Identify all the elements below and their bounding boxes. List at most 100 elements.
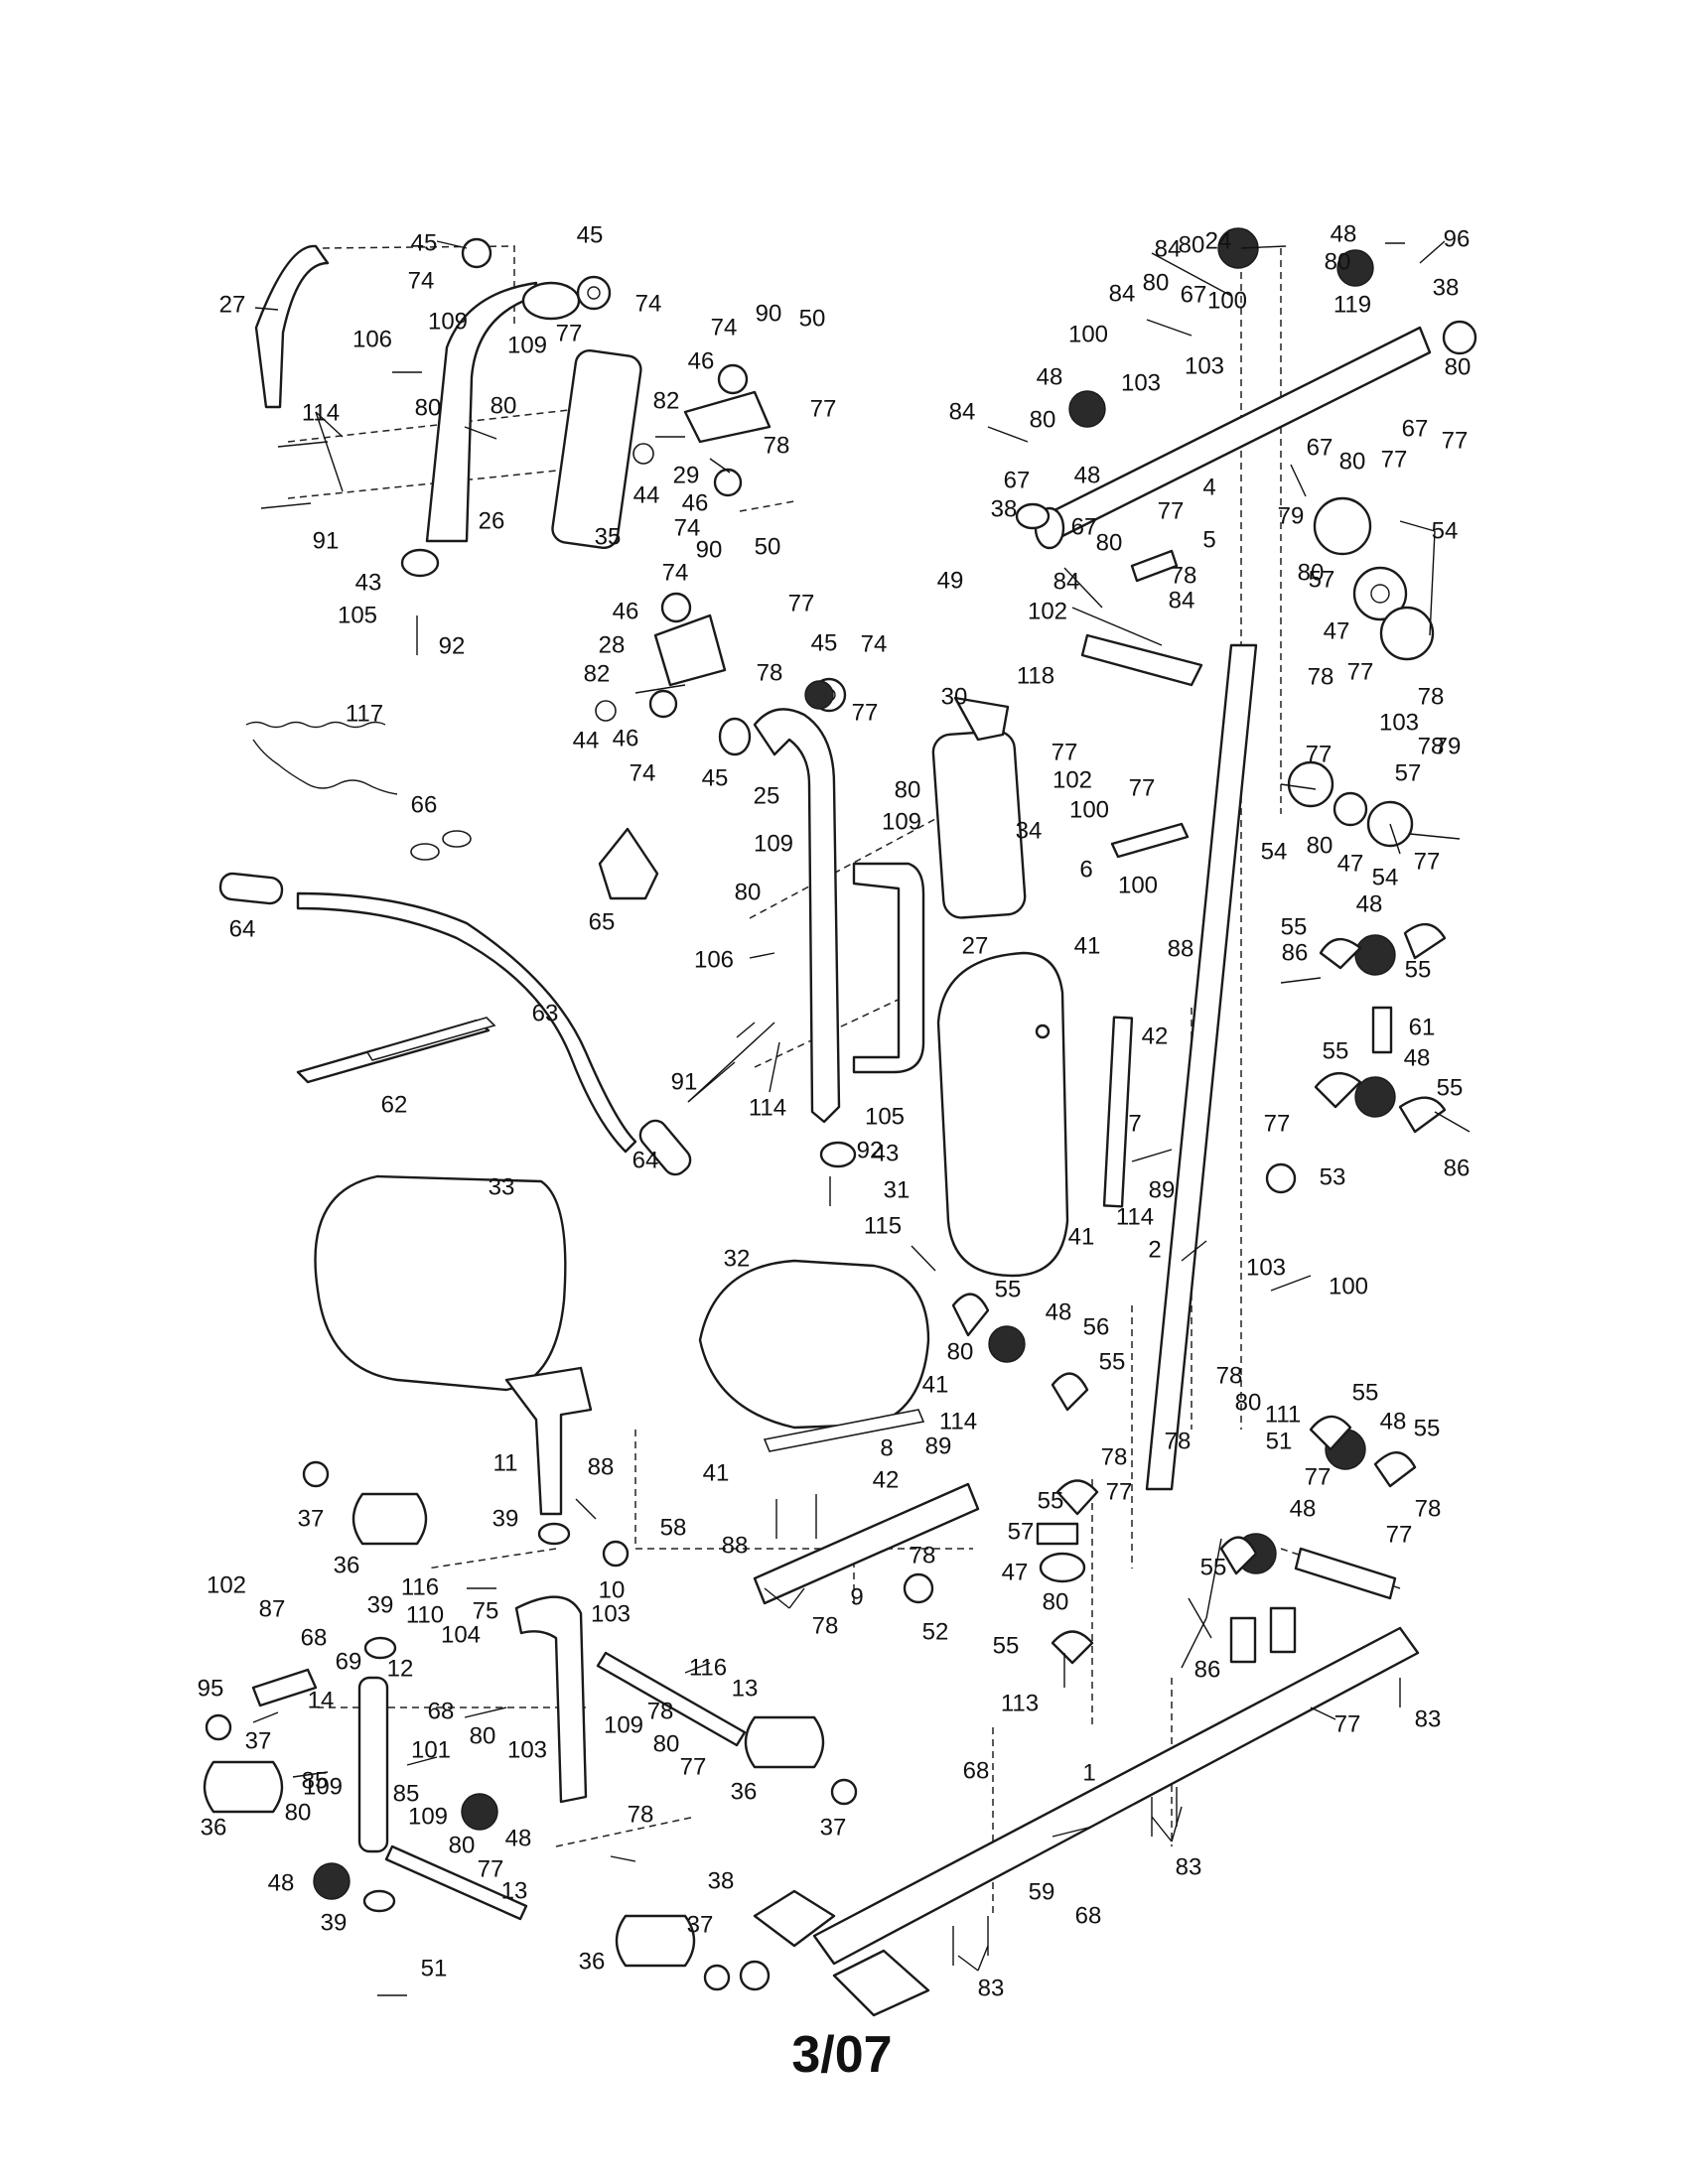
callout-80-b: 80 (491, 392, 517, 419)
callout-100-b: 100 (1068, 321, 1108, 347)
callout-54-a: 54 (1432, 517, 1459, 544)
pulley-43-top (400, 548, 440, 578)
callout-36-b: 36 (201, 1814, 227, 1841)
callout-68-a: 68 (301, 1624, 328, 1651)
callout-86-a: 86 (1282, 939, 1309, 966)
callout-78-l: 78 (628, 1801, 654, 1828)
back-pad-31 (936, 951, 1069, 1278)
callout-78-b: 78 (757, 659, 783, 686)
knob-52 (903, 1572, 934, 1604)
callout-42-b: 42 (873, 1466, 900, 1493)
callout-116-a: 116 (401, 1573, 439, 1600)
callout-77-s: 77 (478, 1855, 504, 1882)
callout-62: 62 (381, 1091, 408, 1118)
base-frame-1 (812, 1626, 1420, 1966)
callout-74-d: 74 (674, 514, 701, 541)
callout-85-a: 85 (302, 1767, 329, 1794)
callout-78-d: 78 (1308, 663, 1334, 690)
accessories (218, 721, 692, 1176)
callout-9: 9 (850, 1583, 863, 1610)
cable-guard-55-b (1403, 923, 1447, 960)
callout-80-l: 80 (735, 879, 762, 905)
callout-100-a: 100 (1207, 287, 1247, 314)
callout-102-a: 102 (1028, 598, 1067, 624)
cable-guard-55-k (1051, 1630, 1094, 1665)
callout-79-a: 79 (1278, 502, 1305, 529)
knob-53 (1265, 1162, 1297, 1194)
callout-45-c: 45 (811, 629, 838, 656)
callout-36-c: 36 (731, 1778, 758, 1805)
callout-86-c: 86 (1194, 1656, 1221, 1683)
crossbar-9 (753, 1482, 980, 1605)
callout-80-g: 80 (1339, 448, 1366, 475)
callout-91-b: 91 (671, 1068, 698, 1095)
callout-55-i: 55 (1038, 1487, 1064, 1514)
callout-80-i: 80 (1298, 559, 1325, 586)
callout-77-r: 77 (680, 1753, 707, 1780)
bracket-b (1269, 1606, 1297, 1654)
callout-79-b: 79 (1435, 733, 1462, 759)
callout-84-a: 84 (1155, 235, 1182, 262)
callout-51-a: 51 (1266, 1428, 1293, 1454)
roller-36-mid-left (203, 1760, 284, 1814)
pulley-wheel-45-a (461, 237, 492, 269)
callout-105-b: 105 (865, 1103, 905, 1130)
pulley-47-lower (1039, 1552, 1086, 1583)
callout-labels: 1 2 4 5 6 7 8 9 10 11 12 13 13 14 24 25 … (198, 220, 1472, 2001)
callout-49: 49 (937, 567, 964, 594)
callout-80-q: 80 (653, 1730, 680, 1757)
callout-82-b: 82 (584, 660, 611, 687)
callout-4: 4 (1202, 474, 1215, 500)
callout-51-b: 51 (421, 1955, 448, 1981)
callout-48-f: 48 (1380, 1408, 1407, 1434)
callout-37-d: 37 (687, 1911, 714, 1938)
callout-68-d: 68 (1075, 1902, 1102, 1929)
lever-10 (514, 1595, 588, 1804)
callout-11: 11 (493, 1449, 518, 1476)
callout-36-d: 36 (579, 1948, 606, 1975)
callout-43-b: 43 (873, 1140, 900, 1166)
pulley-48-left (1068, 390, 1106, 428)
callout-65: 65 (589, 908, 616, 935)
callout-48-j: 48 (1074, 462, 1101, 488)
callout-64-a: 64 (229, 915, 256, 942)
leg-roller-assembly (203, 1460, 858, 1991)
callout-13-lower: 13 (501, 1877, 528, 1904)
callout-106-b: 106 (694, 946, 734, 973)
callout-8: 8 (880, 1434, 893, 1461)
callout-80-p: 80 (470, 1722, 496, 1749)
callout-77-n: 77 (1106, 1478, 1133, 1505)
cap-39-c (362, 1889, 396, 1913)
callout-111: 111 (1265, 1401, 1301, 1428)
callout-102-c: 102 (207, 1571, 246, 1598)
callout-44-b: 44 (573, 727, 600, 753)
callout-80-t: 80 (1179, 231, 1205, 258)
callout-74-g: 74 (630, 759, 656, 786)
callout-118: 118 (1017, 662, 1054, 689)
callout-55-e: 55 (995, 1276, 1022, 1302)
callout-30: 30 (941, 683, 968, 710)
callout-2: 2 (1148, 1236, 1161, 1263)
arm-26-tube-end (521, 281, 581, 321)
pulley-48-seat (988, 1325, 1026, 1363)
callout-13-upper: 13 (732, 1675, 759, 1702)
callout-50-a: 50 (799, 305, 826, 332)
callout-80-c: 80 (1143, 269, 1170, 296)
callout-41-d: 41 (703, 1459, 730, 1486)
plate-54-b (1379, 606, 1435, 661)
callout-80-f: 80 (1030, 406, 1056, 433)
callout-27-top: 27 (219, 291, 246, 318)
callout-74-f: 74 (861, 630, 888, 657)
callout-78-h: 78 (1101, 1443, 1128, 1470)
callout-80-n: 80 (1235, 1389, 1262, 1416)
cap-39-a (537, 1522, 571, 1546)
curl-bar-63 (296, 891, 637, 1154)
callout-85-b: 85 (393, 1780, 420, 1807)
callout-80-h: 80 (1096, 529, 1123, 556)
callout-37-c: 37 (820, 1814, 847, 1841)
pad-bracket-11 (504, 1366, 593, 1516)
callout-67-c: 67 (1181, 281, 1207, 308)
callout-89-b: 89 (925, 1433, 952, 1459)
callout-83-c: 83 (978, 1975, 1005, 2001)
handle-bar-27-right (852, 862, 925, 1074)
